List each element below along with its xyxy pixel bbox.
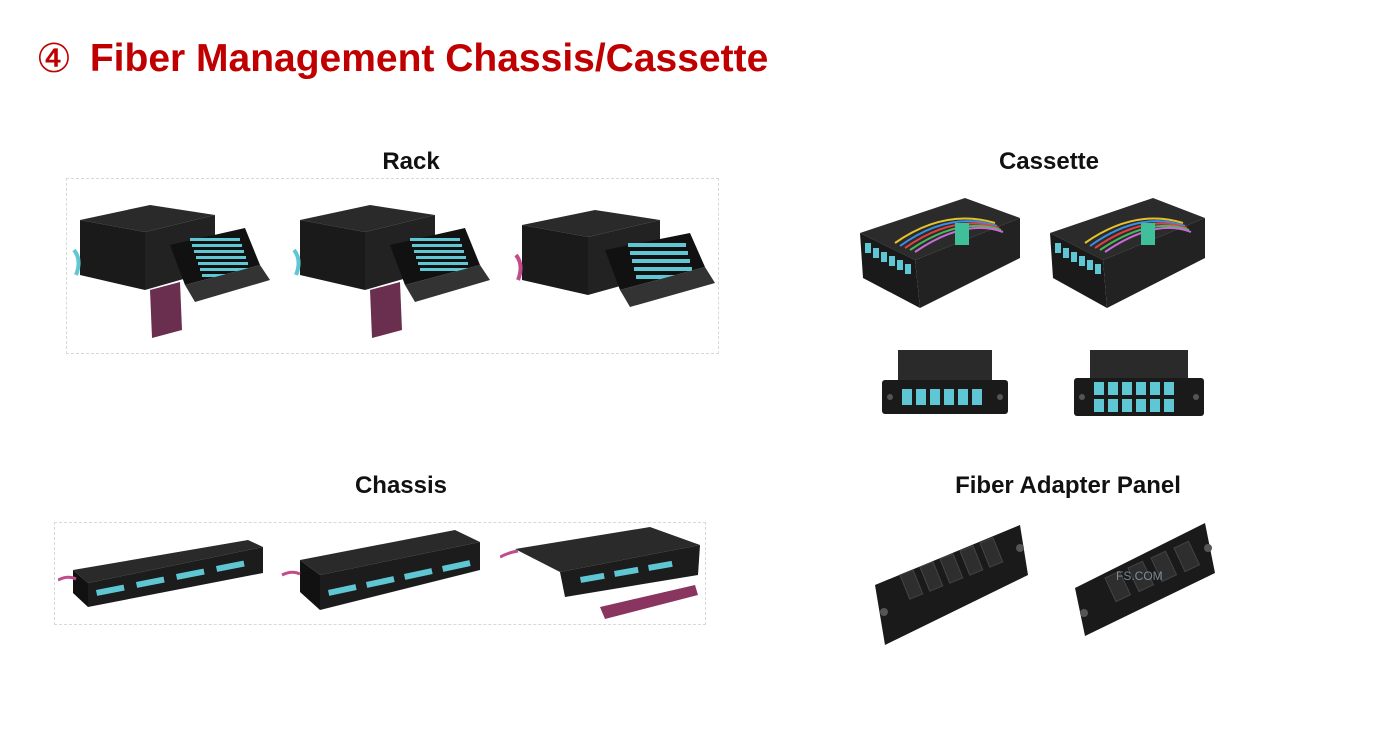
rack-image-3 bbox=[510, 195, 715, 340]
slide-number: ④ bbox=[36, 36, 72, 82]
rack-image-2 bbox=[290, 190, 490, 340]
cassette-image-1 bbox=[855, 188, 1025, 313]
chassis-image-1 bbox=[58, 535, 263, 613]
cassette-label: Cassette bbox=[998, 148, 1100, 175]
slide-title-text: Fiber Management Chassis/Cassette bbox=[89, 37, 769, 80]
cassette-front-1 bbox=[880, 350, 1010, 416]
chassis-image-2 bbox=[280, 530, 485, 615]
adapter-panel-image-1 bbox=[870, 520, 1030, 650]
cassette-image-2 bbox=[1045, 188, 1210, 313]
chassis-label: Chassis bbox=[354, 472, 448, 499]
adapter-panel-image-2 bbox=[1070, 518, 1220, 638]
rack-label: Rack bbox=[382, 148, 440, 175]
cassette-front-2 bbox=[1072, 350, 1206, 418]
fs-watermark: FS.COM bbox=[1116, 569, 1163, 583]
slide-title: ④ Fiber Management Chassis/Cassette bbox=[36, 34, 768, 84]
adapter-panel-label: Fiber Adapter Panel bbox=[955, 472, 1181, 499]
rack-image-1 bbox=[70, 190, 270, 340]
chassis-image-3 bbox=[500, 527, 705, 622]
chassis-image-frame bbox=[54, 522, 706, 625]
rack-image-frame bbox=[66, 178, 719, 354]
